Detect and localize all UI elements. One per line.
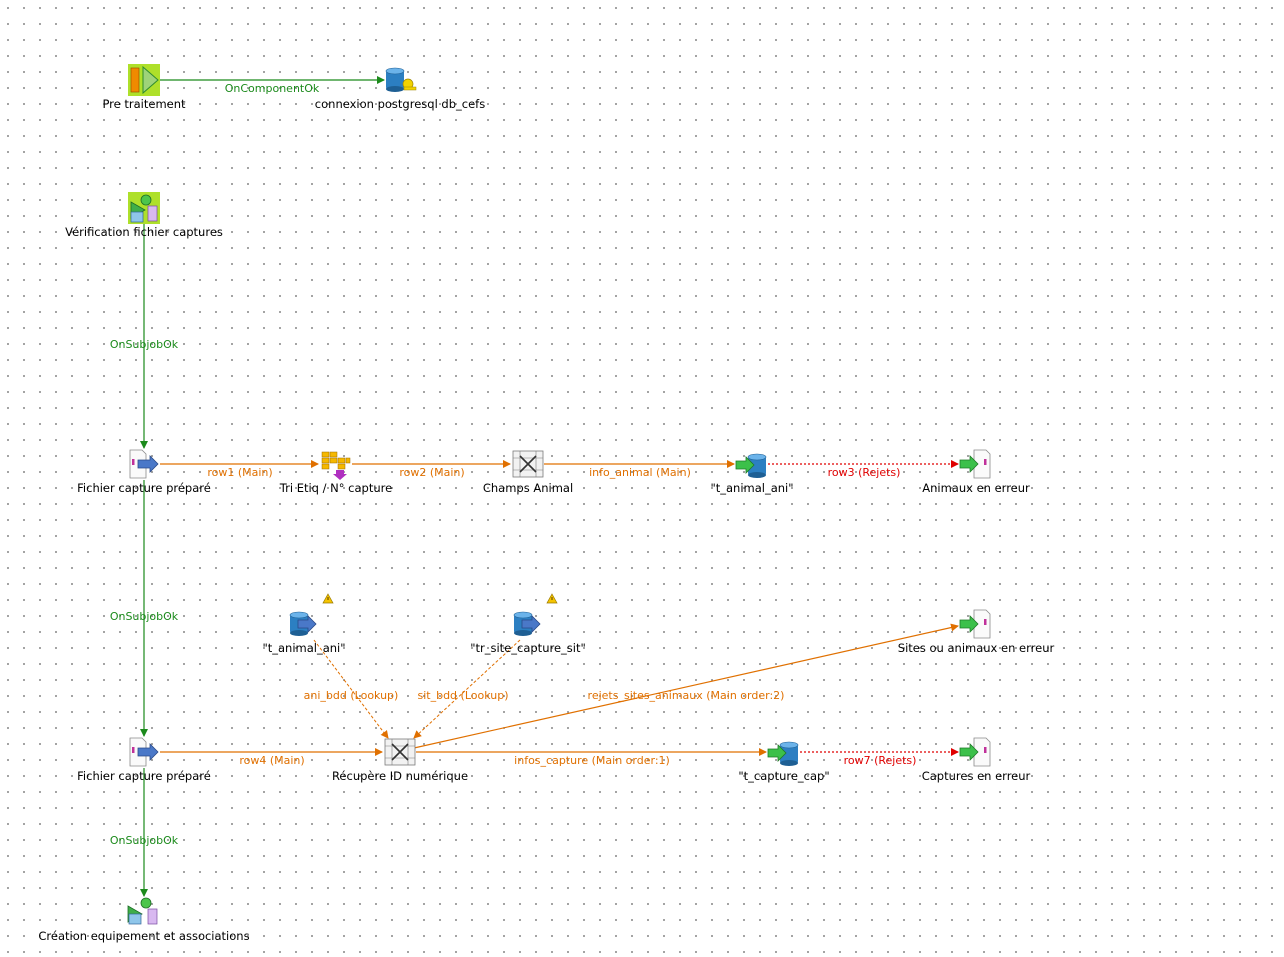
link-ani-bdd-lookup[interactable]: ani_bdd (Lookup): [304, 639, 399, 739]
link-label: rejets_sites_animaux (Main order:2): [588, 689, 785, 702]
link-label: OnSubjobOk: [110, 834, 179, 847]
component-label: Création equipement et associations: [38, 929, 249, 943]
db-output-icon: [767, 741, 799, 766]
link-rejets-sites-animaux[interactable]: rejets_sites_animaux (Main order:2): [413, 623, 959, 749]
component-label: Fichier capture préparé: [77, 769, 211, 783]
link-sit-bdd-lookup[interactable]: sit_bdd (Lookup): [413, 639, 521, 739]
link-row7-rejets[interactable]: row7 (Rejets): [800, 748, 959, 767]
link-row4-main[interactable]: row4 (Main): [160, 748, 383, 767]
component-label: Pre traitement: [102, 97, 186, 111]
link-label: info_animal (Main): [589, 466, 691, 479]
file-output-icon: [959, 737, 991, 767]
link-label: sit_bdd (Lookup): [417, 689, 508, 702]
component-label: Tri Etiq / N° capture: [279, 481, 392, 495]
sort-row-icon: [321, 451, 351, 480]
run-job-icon: [127, 897, 158, 925]
link-onsubjobok-2[interactable]: OnSubjobOk: [110, 480, 179, 737]
link-label: row2 (Main): [399, 466, 464, 479]
link-label: row4 (Main): [239, 754, 304, 767]
db-input-icon: [513, 611, 541, 636]
link-label: ani_bdd (Lookup): [304, 689, 399, 702]
link-onsubjobok-1[interactable]: OnSubjobOk: [110, 224, 179, 449]
component-label: Vérification fichier captures: [65, 225, 223, 239]
link-onsubjobok-3[interactable]: OnSubjobOk: [110, 768, 179, 897]
prejob-icon: [128, 64, 160, 96]
file-input-icon: [129, 737, 159, 767]
link-label: OnSubjobOk: [110, 610, 179, 623]
link-row2-main[interactable]: row2 (Main): [352, 460, 511, 479]
tmap-icon: [512, 450, 544, 478]
link-label: infos_capture (Main order:1): [514, 754, 670, 767]
component-recupere-id-numerique[interactable]: Récupère ID numérique: [332, 738, 468, 783]
component-pre-traitement[interactable]: Pre traitement: [102, 64, 186, 111]
component-label: Récupère ID numérique: [332, 769, 468, 783]
component-tr-site-capture-sit[interactable]: "tr_site_capture_sit": [470, 593, 586, 655]
component-verification-fichier-captures[interactable]: Vérification fichier captures: [65, 192, 223, 239]
tmap-icon: [384, 738, 416, 766]
link-oncomponentok[interactable]: OnComponentOk: [160, 76, 385, 95]
db-output-icon: [735, 453, 767, 478]
component-label: Sites ou animaux en erreur: [898, 641, 1055, 655]
db-input-icon: [289, 611, 317, 636]
component-label: connexion postgresql db_cefs: [315, 97, 485, 111]
link-row1-main[interactable]: row1 (Main): [160, 460, 319, 479]
component-label: Champs Animal: [483, 481, 573, 495]
link-info-animal-main[interactable]: info_animal (Main): [544, 460, 735, 479]
component-fichier-capture-prepare-1[interactable]: Fichier capture préparé: [77, 449, 211, 495]
run-job-icon: [128, 192, 160, 224]
warning-icon: [546, 593, 558, 604]
component-label: "tr_site_capture_sit": [470, 641, 586, 655]
component-sites-ou-animaux-en-erreur[interactable]: Sites ou animaux en erreur: [898, 609, 1055, 655]
component-label: Animaux en erreur: [922, 481, 1030, 495]
component-tri-etiq[interactable]: Tri Etiq / N° capture: [279, 451, 392, 495]
link-label: row3 (Rejets): [828, 466, 901, 479]
component-connexion-postgresql[interactable]: connexion postgresql db_cefs: [315, 67, 485, 111]
component-t-animal-ani-input[interactable]: "t_animal_ani": [262, 593, 346, 655]
file-output-icon: [959, 609, 991, 639]
link-label: OnComponentOk: [225, 82, 320, 95]
link-row3-rejets[interactable]: row3 (Rejets): [768, 460, 959, 479]
db-connection-icon: [385, 67, 417, 92]
component-t-animal-ani-output[interactable]: "t_animal_ani": [710, 453, 794, 495]
component-label: "t_animal_ani": [262, 641, 345, 655]
component-creation-equipement[interactable]: Création equipement et associations: [38, 897, 250, 943]
link-infos-capture-main[interactable]: infos_capture (Main order:1): [416, 748, 767, 767]
warning-icon: [322, 593, 334, 604]
link-label: OnSubjobOk: [110, 338, 179, 351]
component-captures-en-erreur[interactable]: Captures en erreur: [922, 737, 1031, 783]
link-label: row7 (Rejets): [844, 754, 917, 767]
component-t-capture-cap[interactable]: "t_capture_cap": [738, 741, 830, 783]
file-output-icon: [959, 449, 991, 479]
component-label: Fichier capture préparé: [77, 481, 211, 495]
component-label: "t_capture_cap": [738, 769, 829, 783]
component-champs-animal[interactable]: Champs Animal: [483, 450, 573, 495]
component-label: Captures en erreur: [922, 769, 1031, 783]
file-input-icon: [129, 449, 159, 479]
component-animaux-en-erreur[interactable]: Animaux en erreur: [922, 449, 1030, 495]
component-fichier-capture-prepare-2[interactable]: Fichier capture préparé: [77, 737, 211, 783]
link-label: row1 (Main): [207, 466, 272, 479]
component-label: "t_animal_ani": [710, 481, 793, 495]
